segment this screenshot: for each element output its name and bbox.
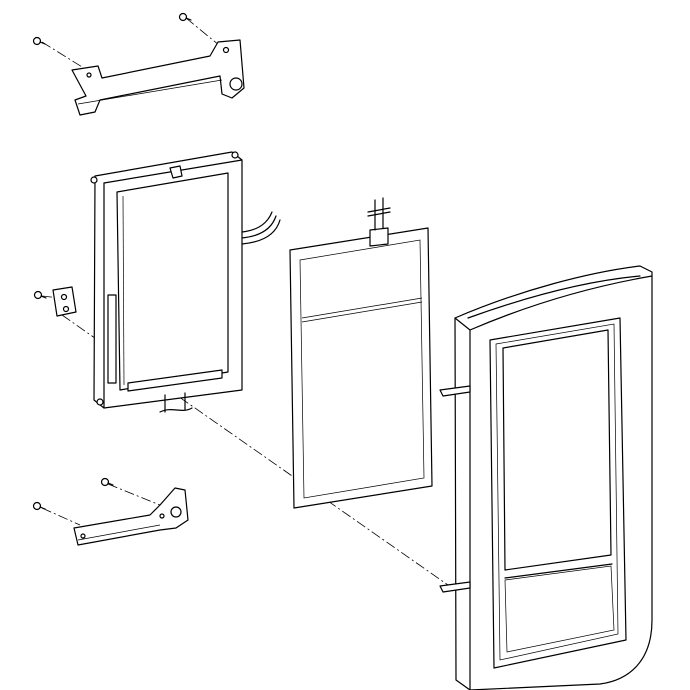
lcd-frame <box>90 151 281 413</box>
screw-bottom-right <box>100 477 114 487</box>
screw-plate <box>33 286 77 317</box>
touch-panel <box>289 197 433 509</box>
screw-bottom-left <box>32 501 46 511</box>
top-mounting-bracket <box>71 39 245 116</box>
bottom-mounting-bracket <box>73 487 189 546</box>
front-bezel <box>439 265 653 690</box>
screw-top-left <box>32 36 46 46</box>
screw-top-right <box>178 12 192 22</box>
